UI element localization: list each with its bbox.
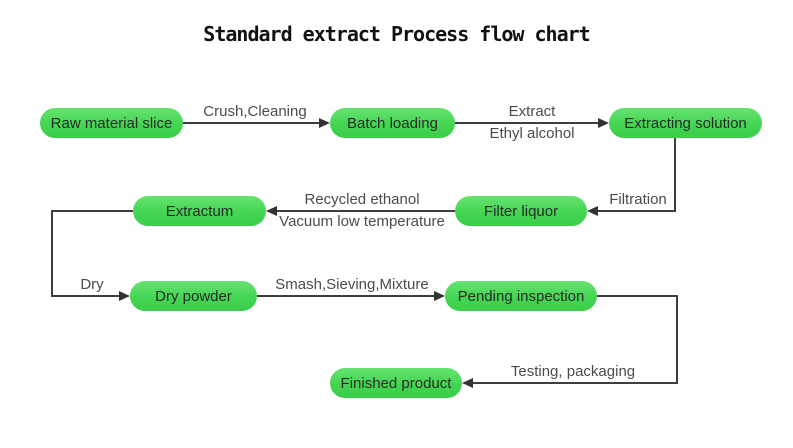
edge-dry-top-hline <box>51 210 133 212</box>
edge-label-testing-packaging: Testing, packaging <box>510 363 636 380</box>
node-label: Extractum <box>165 202 234 220</box>
arrowhead-left-icon <box>587 206 598 216</box>
edge-dry-vline <box>51 210 53 297</box>
edge-label-extract: Extract <box>508 103 556 120</box>
node-label: Filter liquor <box>483 202 559 220</box>
node-extracting-solution: Extracting solution <box>609 108 762 138</box>
arrowhead-right-icon <box>119 291 130 301</box>
node-raw-material-slice: Raw material slice <box>40 108 183 138</box>
edge-label-filtration: Filtration <box>609 191 667 208</box>
node-label: Raw material slice <box>50 114 173 132</box>
edge-filtration-hline <box>598 210 676 212</box>
node-label: Pending inspection <box>457 287 585 305</box>
node-label: Dry powder <box>155 287 232 305</box>
edge-raw-to-batch-line <box>183 122 322 124</box>
edge-testing-bottom-hline <box>473 382 678 384</box>
edge-dry-bottom-hline <box>51 295 119 297</box>
node-extractum: Extractum <box>133 196 266 226</box>
node-dry-powder: Dry powder <box>130 281 257 311</box>
edge-batch-to-extracting-line <box>455 122 598 124</box>
node-pending-inspection: Pending inspection <box>445 281 597 311</box>
arrowhead-left-icon <box>266 206 277 216</box>
edge-label-vacuum-low-temperature: Vacuum low temperature <box>279 213 445 230</box>
arrowhead-right-icon <box>434 291 445 301</box>
edge-label-dry: Dry <box>80 276 104 293</box>
arrowhead-left-icon <box>462 378 473 388</box>
edge-label-ethyl-alcohol: Ethyl alcohol <box>489 125 575 142</box>
node-label: Batch loading <box>347 114 438 132</box>
edge-testing-vline <box>676 295 678 384</box>
arrowhead-right-icon <box>598 118 609 128</box>
edge-filter-to-extractum-line <box>277 210 455 212</box>
node-batch-loading: Batch loading <box>330 108 455 138</box>
edge-filtration-vline <box>674 138 676 212</box>
edge-label-recycled-ethanol: Recycled ethanol <box>304 191 420 208</box>
page-title: Standard extract Process flow chart <box>203 22 590 46</box>
edge-label-crush-cleaning: Crush,Cleaning <box>203 103 307 120</box>
node-label: Extracting solution <box>624 114 747 132</box>
node-filter-liquor: Filter liquor <box>455 196 587 226</box>
node-finished-product: Finished product <box>330 368 462 398</box>
node-label: Finished product <box>340 374 452 392</box>
edge-testing-top-hline <box>597 295 678 297</box>
edge-dry-to-pending-line <box>257 295 434 297</box>
arrowhead-right-icon <box>319 118 330 128</box>
edge-label-smash-sieving-mixture: Smash,Sieving,Mixture <box>275 276 429 293</box>
